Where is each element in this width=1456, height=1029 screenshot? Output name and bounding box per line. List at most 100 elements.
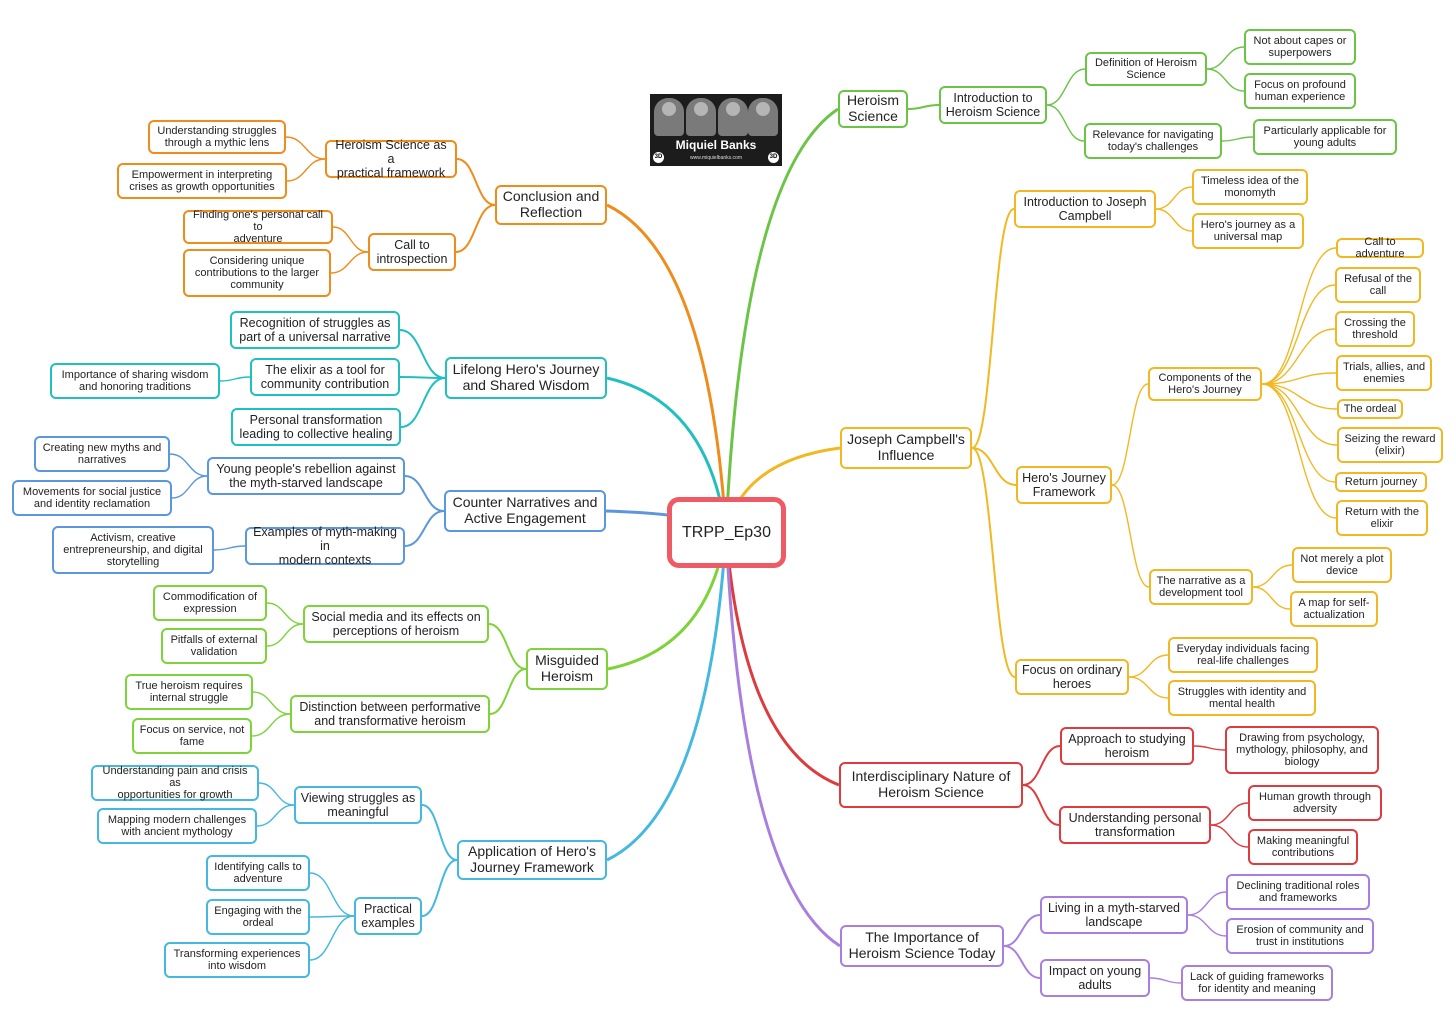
topic-distinction-between-performative-and-tra[interactable]: Distinction between performative and tra…	[290, 695, 490, 733]
central-topic[interactable]: TRPP_Ep30	[667, 497, 786, 568]
connector-line	[456, 158, 496, 206]
topic-recognition-of-struggles-as-part-of-a-un[interactable]: Recognition of struggles as part of a un…	[230, 311, 400, 349]
connector-line	[971, 447, 1017, 486]
topic-the-narrative-as-a-development-tool[interactable]: The narrative as a development tool	[1149, 569, 1253, 605]
topic-not-merely-a-plot-device[interactable]: Not merely a plot device	[1292, 547, 1392, 583]
topic-refusal-of-the-call[interactable]: Refusal of the call	[1335, 267, 1421, 303]
topic-struggles-with-identity-and-mental-healt[interactable]: Struggles with identity and mental healt…	[1168, 680, 1316, 716]
branch-misguided-heroism[interactable]: Misguided Heroism	[526, 648, 608, 690]
topic-crossing-the-threshold[interactable]: Crossing the threshold	[1335, 311, 1415, 347]
topic-young-people-s-rebellion-against-the-myt[interactable]: Young people's rebellion against the myt…	[207, 457, 405, 495]
branch-application-of-hero-s-journey-framework[interactable]: Application of Hero's Journey Framework	[457, 840, 607, 880]
logo-url: www.miquielbanks.com	[690, 155, 742, 161]
topic-drawing-from-psychology-mythology-philos[interactable]: Drawing from psychology, mythology, phil…	[1225, 726, 1379, 774]
connector-line	[219, 376, 251, 382]
topic-empowerment-in-interpreting-crises-as-gr[interactable]: Empowerment in interpreting crises as gr…	[117, 163, 287, 199]
topic-not-about-capes-or-superpowers[interactable]: Not about capes or superpowers	[1244, 29, 1356, 65]
connector-line	[1022, 784, 1060, 826]
branch-joseph-campbell-s-influence[interactable]: Joseph Campbell's Influence	[840, 427, 972, 469]
connector-line	[1261, 383, 1337, 519]
branch-counter-narratives-and-active-engagement[interactable]: Counter Narratives and Active Engagement	[444, 490, 606, 532]
topic-hero-s-journey-as-a-universal-map[interactable]: Hero's journey as a universal map	[1192, 213, 1304, 249]
connector-line	[399, 329, 446, 379]
topic-understanding-personal-transformation[interactable]: Understanding personal transformation	[1059, 806, 1211, 844]
connector-line	[1261, 383, 1338, 446]
branch-the-importance-of-heroism-science-today[interactable]: The Importance of Heroism Science Today	[840, 925, 1004, 967]
topic-personal-transformation-leading-to-colle[interactable]: Personal transformation leading to colle…	[231, 408, 401, 446]
topic-living-in-a-myth-starved-landscape[interactable]: Living in a myth-starved landscape	[1040, 896, 1188, 934]
connector-line	[330, 251, 369, 274]
connector-line	[399, 376, 446, 379]
topic-a-map-for-self-actualization[interactable]: A map for self- actualization	[1290, 591, 1378, 627]
topic-practical-examples[interactable]: Practical examples	[354, 897, 422, 935]
topic-the-ordeal[interactable]: The ordeal	[1337, 399, 1403, 419]
topic-transforming-experiences-into-wisdom[interactable]: Transforming experiences into wisdom	[164, 942, 310, 978]
connector-line	[1206, 68, 1245, 92]
topic-approach-to-studying-heroism[interactable]: Approach to studying heroism	[1060, 727, 1194, 765]
connector-line	[1022, 745, 1061, 786]
topic-considering-unique-contributions-to-the-[interactable]: Considering unique contributions to the …	[183, 249, 331, 297]
topic-call-to-introspection[interactable]: Call to introspection	[368, 233, 456, 271]
topic-heroism-science-as-a-practical-framework[interactable]: Heroism Science as a practical framework	[325, 138, 457, 180]
topic-timeless-idea-of-the-monomyth[interactable]: Timeless idea of the monomyth	[1192, 169, 1308, 205]
topic-engaging-with-the-ordeal[interactable]: Engaging with the ordeal	[206, 899, 310, 935]
connector-line	[1046, 68, 1086, 106]
connector-line	[169, 453, 208, 477]
topic-mapping-modern-challenges-with-ancient-m[interactable]: Mapping modern challenges with ancient m…	[97, 808, 257, 844]
connector-line	[1252, 586, 1291, 610]
connector-line	[213, 545, 246, 551]
branch-conclusion-and-reflection[interactable]: Conclusion and Reflection	[495, 185, 607, 225]
topic-focus-on-profound-human-experience[interactable]: Focus on profound human experience	[1244, 73, 1356, 109]
connector-line	[1193, 745, 1226, 751]
topic-making-meaningful-contributions[interactable]: Making meaningful contributions	[1248, 829, 1358, 865]
topic-relevance-for-navigating-today-s-challen[interactable]: Relevance for navigating today's challen…	[1084, 123, 1222, 159]
connector-line	[1221, 136, 1254, 142]
topic-components-of-the-hero-s-journey[interactable]: Components of the Hero's Journey	[1148, 367, 1262, 401]
topic-declining-traditional-roles-and-framewor[interactable]: Declining traditional roles and framewor…	[1226, 874, 1370, 910]
topic-understanding-struggles-through-a-mythic[interactable]: Understanding struggles through a mythic…	[148, 120, 286, 154]
branch-interdisciplinary-nature-of-heroism-scie[interactable]: Interdisciplinary Nature of Heroism Scie…	[839, 762, 1023, 808]
topic-trials-allies-and-enemies[interactable]: Trials, allies, and enemies	[1336, 355, 1432, 391]
topic-commodification-of-expression[interactable]: Commodification of expression	[153, 585, 267, 621]
connector-line	[1111, 484, 1150, 588]
topic-focus-on-service-not-fame[interactable]: Focus on service, not fame	[132, 718, 252, 754]
branch-heroism-science[interactable]: Heroism Science	[838, 90, 908, 128]
connector-line	[1003, 914, 1041, 947]
topic-examples-of-myth-making-in-modern-contex[interactable]: Examples of myth-making in modern contex…	[245, 525, 405, 567]
topic-call-to-adventure[interactable]: Call to adventure	[1336, 236, 1424, 260]
topic-lack-of-guiding-frameworks-for-identity-[interactable]: Lack of guiding frameworks for identity …	[1181, 965, 1333, 1001]
topic-pitfalls-of-external-validation[interactable]: Pitfalls of external validation	[161, 628, 267, 664]
topic-particularly-applicable-for-young-adults[interactable]: Particularly applicable for young adults	[1253, 119, 1397, 155]
topic-introduction-to-heroism-science[interactable]: Introduction to Heroism Science	[939, 86, 1047, 124]
topic-definition-of-heroism-science[interactable]: Definition of Heroism Science	[1085, 52, 1207, 86]
connector-line	[1128, 676, 1169, 699]
topic-introduction-to-joseph-campbell[interactable]: Introduction to Joseph Campbell	[1014, 190, 1156, 228]
topic-identifying-calls-to-adventure[interactable]: Identifying calls to adventure	[206, 855, 310, 891]
topic-everyday-individuals-facing-real-life-ch[interactable]: Everyday individuals facing real-life ch…	[1168, 637, 1318, 673]
topic-return-journey[interactable]: Return journey	[1335, 472, 1427, 492]
topic-the-elixir-as-a-tool-for-community-contr[interactable]: The elixir as a tool for community contr…	[250, 358, 400, 396]
topic-impact-on-young-adults[interactable]: Impact on young adults	[1040, 959, 1150, 997]
topic-viewing-struggles-as-meaningful[interactable]: Viewing struggles as meaningful	[294, 786, 422, 824]
topic-activism-creative-entrepreneurship-and-d[interactable]: Activism, creative entrepreneurship, and…	[52, 526, 214, 574]
topic-seizing-the-reward-elixir[interactable]: Seizing the reward (elixir)	[1337, 427, 1443, 463]
connector-line	[1149, 977, 1182, 984]
topic-true-heroism-requires-internal-struggle[interactable]: True heroism requires internal struggle	[125, 674, 253, 710]
topic-human-growth-through-adversity[interactable]: Human growth through adversity	[1248, 785, 1382, 821]
connector-line	[421, 804, 458, 861]
topic-social-media-and-its-effects-on-percepti[interactable]: Social media and its effects on percepti…	[303, 605, 489, 643]
topic-understanding-pain-and-crisis-as-opportu[interactable]: Understanding pain and crisis as opportu…	[91, 765, 259, 801]
connector-line	[252, 691, 291, 715]
branch-lifelong-hero-s-journey-and-shared-wisdo[interactable]: Lifelong Hero's Journey and Shared Wisdo…	[445, 357, 607, 399]
topic-focus-on-ordinary-heroes[interactable]: Focus on ordinary heroes	[1015, 659, 1129, 695]
topic-movements-for-social-justice-and-identit[interactable]: Movements for social justice and identit…	[12, 480, 172, 516]
topic-finding-one-s-personal-call-to-adventure[interactable]: Finding one's personal call to adventure	[183, 209, 333, 245]
topic-creating-new-myths-and-narratives[interactable]: Creating new myths and narratives	[34, 436, 170, 472]
connector-line	[1111, 383, 1149, 486]
topic-hero-s-journey-framework[interactable]: Hero's Journey Framework	[1016, 466, 1112, 504]
connector-line	[971, 208, 1015, 449]
topic-importance-of-sharing-wisdom-and-honorin[interactable]: Importance of sharing wisdom and honorin…	[50, 363, 220, 399]
topic-return-with-the-elixir[interactable]: Return with the elixir	[1336, 500, 1428, 536]
connector-line	[332, 226, 369, 253]
topic-erosion-of-community-and-trust-in-instit[interactable]: Erosion of community and trust in instit…	[1226, 918, 1374, 954]
